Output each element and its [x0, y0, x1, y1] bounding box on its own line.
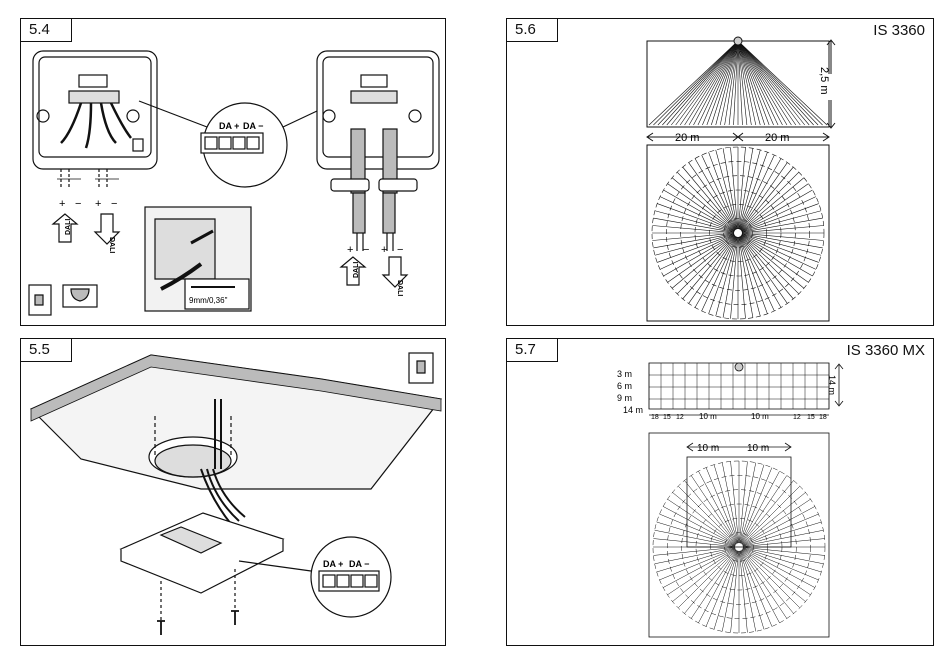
label-minus-1: −	[75, 198, 81, 210]
panel-5-7: 5.7 IS 3360 MX 3 m 6 m 9 m 14 m 14 m 18 …	[506, 338, 934, 646]
distance-3m: 3 m	[617, 369, 632, 379]
sensor-icon	[734, 37, 742, 45]
ceiling-mounting-illustration: DA + DA −	[21, 339, 446, 646]
tick-12-left: 12	[676, 414, 684, 421]
label-minus-4: −	[397, 244, 403, 256]
label-strip-length: 9mm/0,36"	[189, 296, 228, 305]
label-dali-4: DALI	[396, 280, 403, 296]
panel-5-4: 5.4	[20, 18, 446, 326]
distance-9m: 9 m	[617, 393, 632, 403]
label-plus-3: +	[347, 244, 353, 256]
height-label: 14 m	[827, 375, 837, 395]
label-dali-2: DALI	[108, 237, 115, 253]
sensor-icon	[735, 363, 743, 371]
screw-right	[231, 611, 239, 625]
range-10m-left: 10 m	[699, 412, 717, 421]
label-da-minus: DA −	[349, 559, 369, 569]
label-da-plus: DA +	[323, 559, 343, 569]
screw-left	[157, 621, 165, 635]
top-range-10m-left: 10 m	[697, 443, 719, 454]
distance-14m: 14 m	[623, 405, 643, 415]
right-range-label: 20 m	[765, 132, 789, 144]
height-label: 2,5 m	[818, 67, 830, 95]
label-da-plus: DA +	[219, 121, 239, 131]
label-dali-1: DALI	[65, 219, 72, 235]
left-range-label: 20 m	[675, 132, 699, 144]
label-dali-3: DALI	[353, 262, 360, 278]
tick-18-left: 18	[651, 414, 659, 421]
panel-5-5: 5.5 DA + DA −	[20, 338, 446, 646]
label-da-minus: DA −	[243, 121, 263, 131]
range-10m-right: 10 m	[751, 412, 769, 421]
detection-range-diagram: 2,5 m 20 m 20 m	[507, 19, 934, 326]
tick-15-right: 15	[807, 414, 815, 421]
top-range-10m-right: 10 m	[747, 443, 769, 454]
label-plus-1: +	[59, 198, 65, 210]
tick-15-left: 15	[663, 414, 671, 421]
sensor-body-right	[317, 51, 439, 169]
label-minus-2: −	[111, 198, 117, 210]
label-plus-2: +	[95, 198, 101, 210]
label-plus-4: +	[381, 244, 387, 256]
distance-6m: 6 m	[617, 381, 632, 391]
label-minus-3: −	[363, 244, 369, 256]
detection-range-diagram-mx: 3 m 6 m 9 m 14 m 14 m 18 15 12 10 m 10 m…	[507, 339, 934, 646]
tick-12-right: 12	[793, 414, 801, 421]
tick-18-right: 18	[819, 414, 827, 421]
terminal-block-left	[69, 91, 119, 103]
panel-5-6: 5.6 IS 3360 2,5 m 20 m 20 m	[506, 18, 934, 326]
wiring-illustration: DA + DA − + − + − + − + − DALI DALI DALI…	[21, 19, 446, 326]
